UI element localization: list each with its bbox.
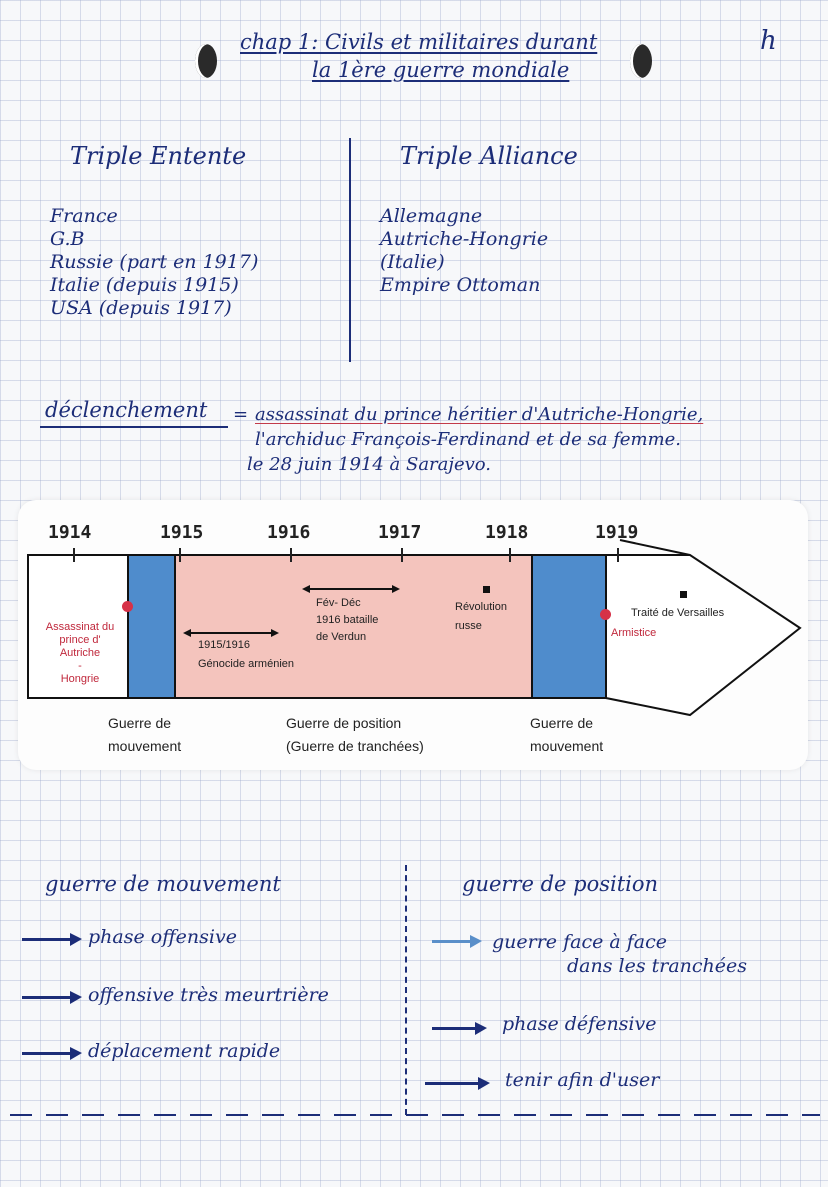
position-caption: Guerre de position (Guerre de tranchées) bbox=[286, 712, 424, 758]
trigger-line: le 28 juin 1914 à Sarajevo. bbox=[247, 454, 492, 475]
timeline-arrow-tail bbox=[619, 539, 691, 556]
assassination-line: Hongrie bbox=[60, 673, 100, 685]
arrow-icon bbox=[22, 991, 82, 1004]
entente-item: Italie (depuis 1915) bbox=[50, 274, 239, 296]
position-item: guerre face à face dans les tranchées bbox=[492, 930, 747, 978]
assassination-line: Autriche bbox=[59, 647, 101, 659]
war-types-divider bbox=[405, 865, 409, 1115]
alliance-divider bbox=[349, 138, 351, 362]
versailles-label: Traité de Versailles bbox=[631, 607, 725, 619]
arrow-icon bbox=[22, 1047, 82, 1060]
alliance-title: Triple Alliance bbox=[400, 142, 578, 170]
position-item-line: guerre face à face bbox=[492, 931, 667, 953]
entente-title: Triple Entente bbox=[70, 142, 247, 170]
versailles-marker bbox=[680, 591, 687, 598]
revolution-marker bbox=[483, 586, 490, 593]
verdun-dates: Fév- Déc bbox=[316, 597, 361, 609]
timeline-tick bbox=[617, 548, 619, 562]
chapter-title-line2: la 1ère guerre mondiale bbox=[312, 58, 570, 82]
timeline-year: 1919 bbox=[595, 522, 639, 543]
alliance-item: Autriche-Hongrie bbox=[380, 228, 549, 250]
entente-item: USA (depuis 1917) bbox=[50, 297, 232, 319]
armistice-label: Armistice bbox=[611, 627, 657, 639]
movement-war-title: guerre de mouvement bbox=[45, 872, 281, 896]
timeline-tick bbox=[290, 548, 292, 562]
binder-hole-right bbox=[630, 44, 652, 78]
assassination-marker bbox=[122, 601, 133, 612]
timeline-tick bbox=[179, 548, 181, 562]
movement-phase-2 bbox=[531, 554, 607, 699]
movement-item: offensive très meurtrière bbox=[88, 984, 329, 1006]
movement-phase-1 bbox=[127, 554, 176, 699]
position-war-title: guerre de position bbox=[462, 872, 659, 896]
assassination-label: Assassinat du prince d' Autriche - Hongr… bbox=[34, 621, 126, 686]
armistice-marker bbox=[600, 609, 611, 620]
timeline-tick bbox=[401, 548, 403, 562]
timeline-year: 1918 bbox=[485, 522, 529, 543]
timeline-tick bbox=[509, 548, 511, 562]
chapter-title-line1: chap 1: Civils et militaires durant bbox=[240, 30, 598, 54]
genocide-dates: 1915/1916 bbox=[198, 639, 250, 651]
entente-item: France bbox=[50, 205, 118, 227]
caption-line: Guerre de position bbox=[286, 715, 402, 731]
movement-item: déplacement rapide bbox=[88, 1040, 281, 1062]
timeline-start-segment bbox=[27, 554, 129, 699]
alliance-item: (Italie) bbox=[380, 251, 445, 273]
genocide-label: Génocide arménien bbox=[198, 658, 295, 670]
position-item-line: dans les tranchées bbox=[567, 955, 748, 977]
trigger-label: déclenchement bbox=[45, 398, 208, 422]
revolution-label-2: russe bbox=[455, 620, 482, 632]
assassination-line: - bbox=[78, 660, 82, 672]
assassination-line: prince d' bbox=[59, 634, 101, 646]
movement-item: phase offensive bbox=[88, 926, 237, 948]
trigger-underline bbox=[40, 426, 228, 428]
alliance-list: Allemagne Autriche-Hongrie (Italie) Empi… bbox=[380, 205, 548, 297]
caption-line: Guerre de bbox=[530, 715, 594, 731]
bottom-dashed-rule bbox=[10, 1114, 820, 1116]
position-item: tenir afin d'user bbox=[505, 1069, 660, 1091]
verdun-label: de Verdun bbox=[316, 631, 367, 643]
timeline-tick bbox=[73, 548, 75, 562]
position-phase bbox=[174, 554, 533, 699]
caption-line: (Guerre de tranchées) bbox=[286, 738, 424, 754]
caption-line: mouvement bbox=[108, 738, 182, 754]
alliance-item: Empire Ottoman bbox=[380, 274, 541, 296]
position-item: phase défensive bbox=[502, 1013, 657, 1035]
timeline-year: 1914 bbox=[48, 522, 92, 543]
trigger-equals: = bbox=[233, 404, 249, 425]
caption-line: Guerre de bbox=[108, 715, 172, 731]
trigger-line: l'archiduc François-Ferdinand et de sa f… bbox=[255, 429, 682, 450]
entente-item: Russie (part en 1917) bbox=[50, 251, 259, 273]
verdun-year: 1916 bataille bbox=[316, 614, 379, 626]
binder-hole-left bbox=[195, 44, 217, 78]
arrow-icon bbox=[432, 1022, 487, 1035]
movement-caption-1: Guerre de mouvement bbox=[108, 712, 181, 758]
caption-line: mouvement bbox=[530, 738, 604, 754]
arrow-icon bbox=[22, 933, 82, 946]
trigger-text: assassinat du prince héritier d'Autriche… bbox=[247, 402, 815, 477]
arrow-icon bbox=[432, 935, 482, 948]
entente-list: France G.B Russie (part en 1917) Italie … bbox=[50, 205, 258, 320]
assassination-line: Assassinat du bbox=[45, 621, 115, 633]
arrow-icon bbox=[425, 1077, 490, 1090]
revolution-label: Révolution bbox=[455, 601, 507, 613]
alliance-item: Allemagne bbox=[380, 205, 483, 227]
timeline-year: 1916 bbox=[267, 522, 311, 543]
timeline-year: 1915 bbox=[160, 522, 204, 543]
movement-caption-2: Guerre de mouvement bbox=[530, 712, 603, 758]
timeline-year: 1917 bbox=[378, 522, 422, 543]
page-marker: h bbox=[760, 26, 777, 56]
entente-item: G.B bbox=[50, 228, 85, 250]
trigger-line: assassinat du prince héritier d'Autriche… bbox=[255, 404, 704, 425]
